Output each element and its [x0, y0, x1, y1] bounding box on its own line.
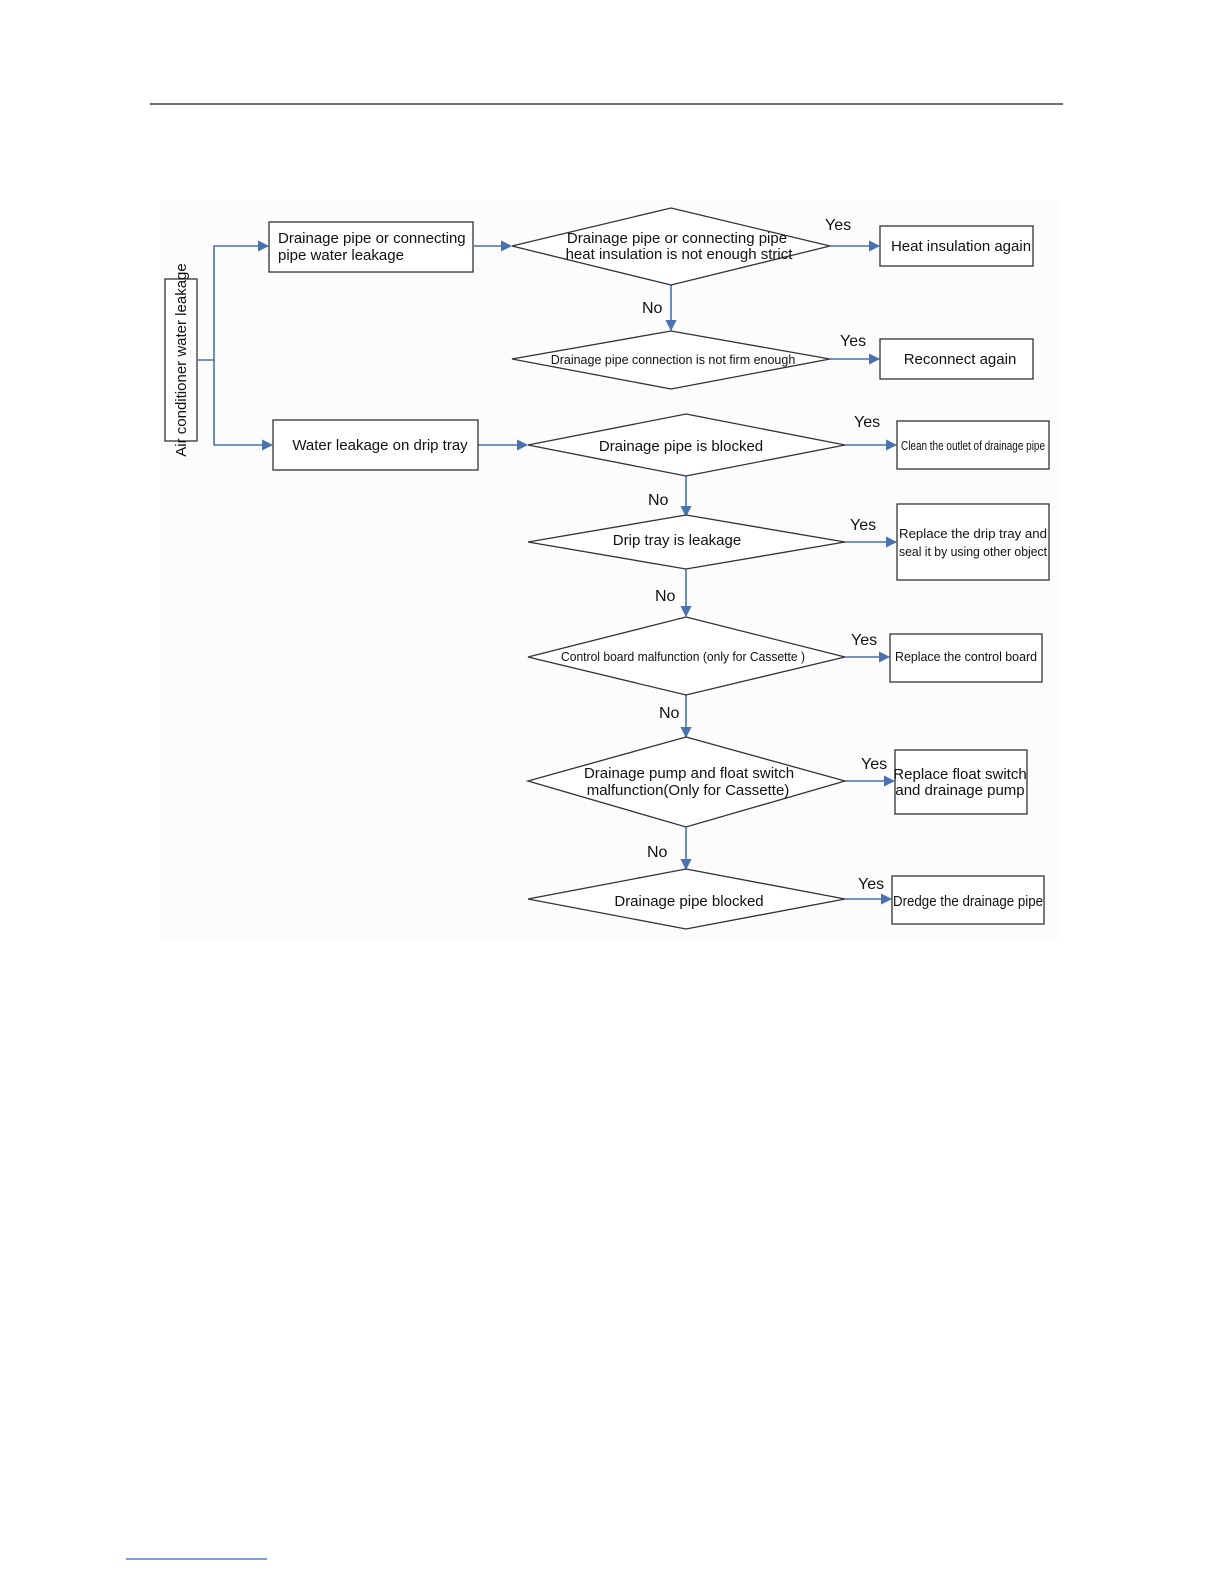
yes-label-d4: Yes [850, 517, 876, 534]
action-replace-control-board: Replace the control board [889, 633, 1043, 683]
no-label-d3: No [648, 492, 669, 509]
no-label-d4: No [655, 588, 676, 605]
connector-lines [198, 240, 898, 905]
start-label: Air conditioner water leakage [173, 263, 190, 456]
decision-drip-tray-leakage-label: Drip tray is leakage [613, 532, 741, 549]
connector-start-to-tray-branch [213, 360, 274, 451]
decision-connection-firm-label: Drainage pipe connection is not firm eno… [551, 353, 796, 367]
decision-pump-float-switch-label-2: malfunction(Only for Cassette) [587, 782, 790, 799]
action-clean-outlet-label: Clean the outlet of drainage pipe [901, 439, 1045, 453]
yes-label-d3: Yes [854, 414, 880, 431]
pipe-leakage-label-2: pipe water leakage [278, 247, 404, 264]
start-node: Air conditioner water leakage [164, 263, 198, 457]
action-dredge-pipe: Dredge the drainage pipe [891, 875, 1045, 925]
decision-heat-insulation: Drainage pipe or connecting pipe heat in… [511, 207, 831, 286]
action-heat-insulation-label: Heat insulation again [891, 238, 1031, 255]
decision-pump-float-switch: Drainage pump and float switch malfuncti… [525, 736, 848, 828]
decision-pump-float-switch-label-1: Drainage pump and float switch [584, 765, 794, 782]
decision-control-board-label: Control board malfunction (only for Cass… [561, 650, 805, 664]
action-replace-control-board-label: Replace the control board [895, 650, 1037, 664]
action-reconnect-label: Reconnect again [904, 351, 1017, 368]
decision-control-board: Control board malfunction (only for Cass… [527, 616, 846, 696]
decision-drip-tray-leakage: Drip tray is leakage [527, 514, 846, 570]
decision-drainage-pipe-blocked-label: Drainage pipe blocked [614, 893, 763, 910]
no-label-d1: No [642, 300, 663, 317]
decision-heat-insulation-label-1: Drainage pipe or connecting pipe [567, 230, 787, 247]
yes-label-d2: Yes [840, 333, 866, 350]
action-replace-float-switch-label-2: and drainage pump [895, 782, 1024, 799]
yes-label-d1: Yes [825, 217, 851, 234]
decision-connection-firm: Drainage pipe connection is not firm eno… [511, 330, 831, 390]
decision-heat-insulation-label-2: heat insulation is not enough strict [566, 246, 794, 263]
action-replace-float-switch: Replace float switch and drainage pump [893, 749, 1028, 815]
decision-pipe-blocked: Drainage pipe is blocked [527, 413, 846, 477]
pipe-leakage-box: Drainage pipe or connecting pipe water l… [268, 221, 474, 273]
yes-label-d5: Yes [851, 632, 877, 649]
action-clean-outlet: Clean the outlet of drainage pipe [896, 420, 1050, 470]
action-replace-drip-tray: Replace the drip tray and seal it by usi… [896, 503, 1050, 581]
action-heat-insulation-again: Heat insulation again [879, 225, 1034, 267]
action-replace-drip-tray-label-1: Replace the drip tray and [899, 527, 1047, 541]
no-label-d5: No [659, 705, 680, 722]
yes-label-d7: Yes [858, 876, 884, 893]
decision-drainage-pipe-blocked: Drainage pipe blocked [527, 868, 846, 930]
decision-pipe-blocked-label: Drainage pipe is blocked [599, 438, 763, 455]
action-replace-drip-tray-label-2: seal it by using other object [899, 545, 1048, 559]
branch-labels: Yes No Yes Yes No Yes No Yes No Yes No Y… [642, 217, 887, 893]
pipe-leakage-label-1: Drainage pipe or connecting [278, 230, 466, 247]
action-replace-float-switch-label-1: Replace float switch [893, 766, 1026, 783]
connector-start-to-pipe-branch [198, 240, 270, 361]
drip-tray-leakage-box: Water leakage on drip tray [272, 419, 479, 471]
action-reconnect-again: Reconnect again [879, 338, 1034, 380]
no-label-d6: No [647, 844, 668, 861]
action-dredge-pipe-label: Dredge the drainage pipe [893, 893, 1043, 910]
drip-tray-leakage-label: Water leakage on drip tray [292, 437, 468, 454]
yes-label-d6: Yes [861, 756, 887, 773]
